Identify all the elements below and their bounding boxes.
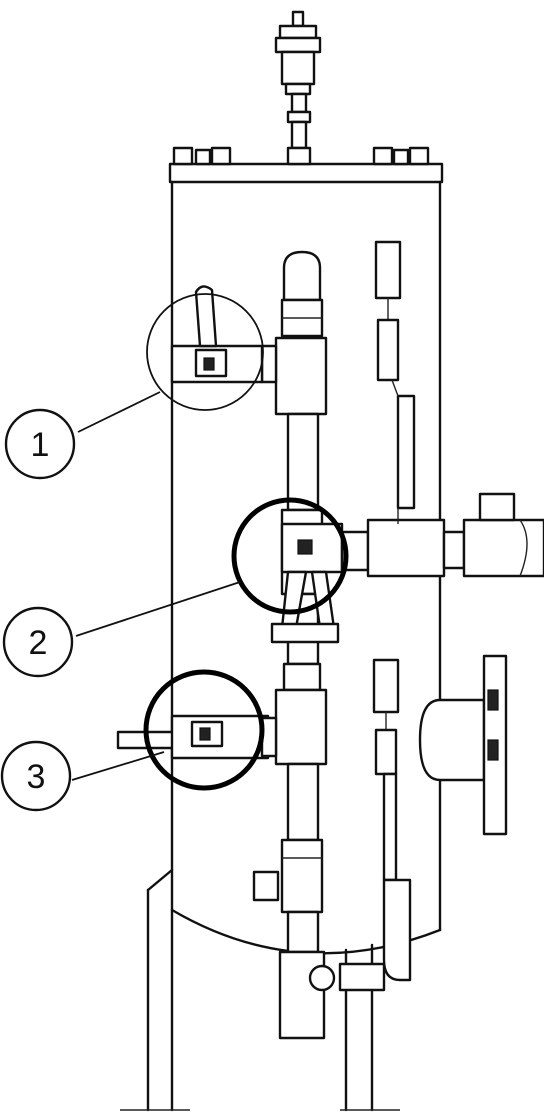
flange-bolts-left [172,146,232,166]
callout-1: 1 [4,293,264,480]
callout-label-3: 3 [27,758,46,796]
callout-3: 3 [0,669,265,812]
tank-flange [168,146,444,184]
top-vent-valve [274,10,322,150]
side-manway [418,654,508,836]
vertical-header-pipe [274,250,328,1040]
callout-label-1: 1 [31,426,50,464]
sight-gauge-lower [252,658,412,992]
callout-label-2: 2 [29,624,48,662]
sight-gauge-upper [374,240,416,524]
valve-1 [170,285,278,384]
flange-bolts-center [286,146,312,166]
side-outlet [340,492,544,578]
valve-3 [116,714,278,760]
flange-bolts-right [372,146,430,166]
callout-2: 2 [2,497,349,678]
